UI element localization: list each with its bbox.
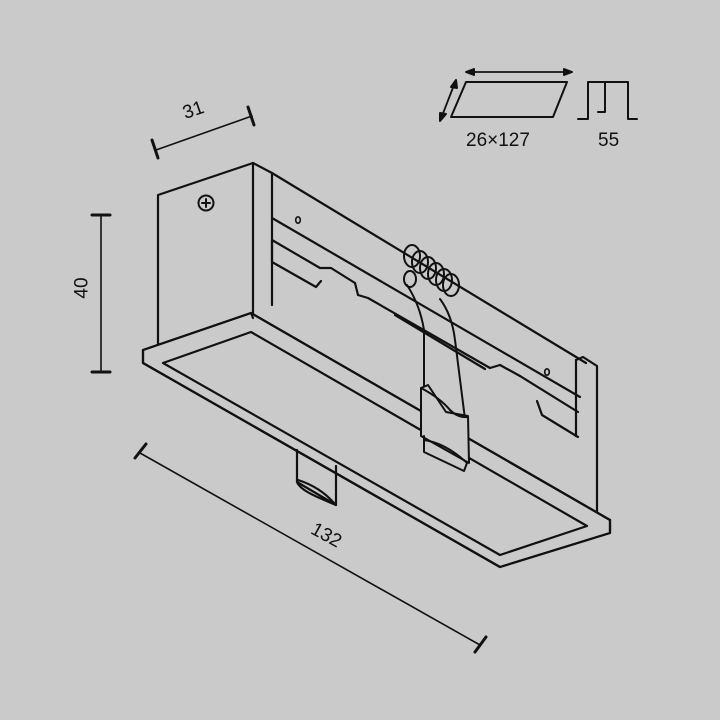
spring-clip-icon	[403, 244, 470, 472]
front-tab	[295, 448, 338, 507]
cutout-parallelogram-icon	[439, 68, 573, 122]
mount-depth-label: 55	[598, 130, 620, 151]
dimension-height	[90, 213, 112, 374]
recess-depth-icon	[577, 81, 638, 120]
screw-head-icon	[197, 194, 215, 212]
height-label: 40	[71, 277, 93, 299]
flange	[141, 311, 612, 569]
cutout-size-label: 26×127	[466, 130, 530, 151]
dimension-depth	[150, 105, 256, 160]
dimension-length	[133, 442, 488, 654]
